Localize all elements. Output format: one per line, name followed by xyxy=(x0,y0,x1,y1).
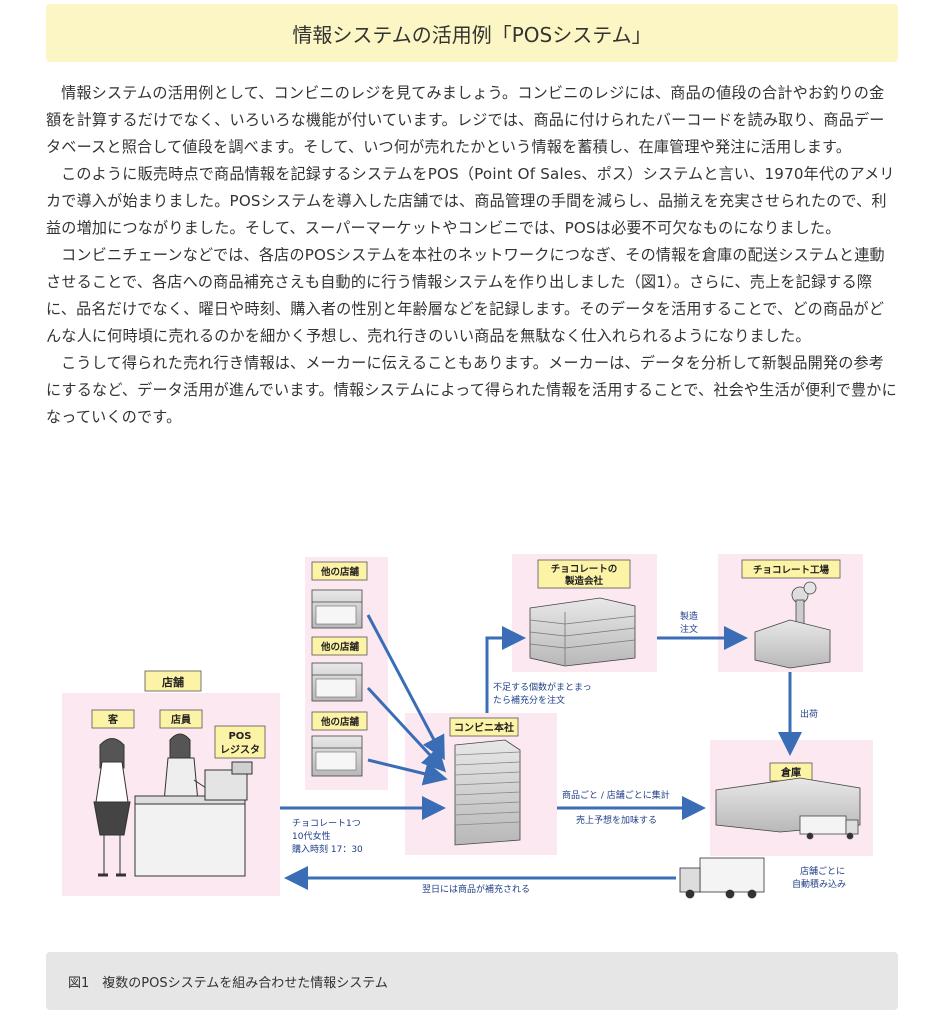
warehouse-illustration xyxy=(715,777,861,840)
other-store-label: 他の店舗 xyxy=(320,641,360,653)
customer-label: 客 xyxy=(107,713,119,726)
truck-illustration xyxy=(679,857,765,899)
aggregate-label: 商品ごと / 店舗ごとに集計 xyxy=(562,789,670,801)
other-store-label: 他の店舗 xyxy=(320,716,360,728)
pos-system-diagram: 店舗 客 店員 POS レジスタ 他の店舗 他の店舗 xyxy=(62,554,873,899)
other-store-2: 他の店舗 xyxy=(311,636,368,702)
hq-building-illustration xyxy=(454,739,521,846)
sale-info-3: 購入時刻 17：30 xyxy=(292,843,363,855)
arrow-other-store-2-to-hq xyxy=(366,686,447,773)
arrow-other-store-1-to-hq xyxy=(366,614,445,761)
other-store-1: 他の店舗 xyxy=(311,561,368,629)
other-store-3: 他の店舗 xyxy=(311,711,368,777)
sale-info-2: 10代女性 xyxy=(292,830,330,842)
register-label: レジスタ xyxy=(220,744,260,756)
manufacture-1: 製造 xyxy=(680,610,698,622)
arrow-other-store-3-to-hq xyxy=(367,758,448,786)
page-title: 情報システムの活用例「POSシステム」 xyxy=(46,4,898,62)
paragraph: コンビニチェーンなどでは、各店のPOSシステムを本社のネットワークにつなぎ、その… xyxy=(46,246,885,345)
auto-load-1: 店舗ごとに xyxy=(800,865,845,877)
pos-label: POS xyxy=(228,731,251,742)
order-note-2: たら補充分を注文 xyxy=(493,694,565,706)
counter-illustration xyxy=(134,761,253,877)
factory-label: チョコレート工場 xyxy=(753,564,830,576)
paragraph: 情報システムの活用例として、コンビニのレジを見てみましょう。コンビニのレジには、… xyxy=(46,84,885,156)
factory-illustration xyxy=(754,581,831,669)
auto-load-2: 自動積み込み xyxy=(792,878,846,890)
forecast-label: 売上予想を加味する xyxy=(576,814,657,826)
maker-building-illustration xyxy=(529,597,636,667)
ship-label: 出荷 xyxy=(800,708,818,720)
warehouse-label: 倉庫 xyxy=(780,766,801,779)
maker-label-2: 製造会社 xyxy=(564,575,604,587)
customer-illustration xyxy=(93,738,131,877)
hq-label: コンビニ本社 xyxy=(454,721,514,734)
arrow-hq-to-maker xyxy=(485,626,526,713)
manufacture-2: 注文 xyxy=(680,623,698,635)
clerk-illustration xyxy=(163,733,213,803)
order-note-1: 不足する個数がまとまっ xyxy=(493,681,592,693)
clerk-label: 店員 xyxy=(171,713,191,726)
figure-caption: 図1 複数のPOSシステムを組み合わせた情報システム xyxy=(46,952,898,1010)
restock-label: 翌日には商品が補充される xyxy=(422,883,530,895)
paragraph: このように販売時点で商品情報を記録するシステムをPOS（Point Of Sal… xyxy=(46,165,895,237)
paragraph: こうして得られた売れ行き情報は、メーカーに伝えることもあります。メーカーは、デー… xyxy=(46,354,897,426)
other-store-label: 他の店舗 xyxy=(320,566,360,578)
maker-label-1: チョコレートの xyxy=(551,564,618,575)
flow-arrows xyxy=(280,614,802,890)
article-body: 情報システムの活用例として、コンビニのレジを見てみましょう。コンビニのレジには、… xyxy=(46,80,898,431)
store-label: 店舗 xyxy=(162,675,184,689)
sale-info-1: チョコレート1つ xyxy=(292,818,361,829)
